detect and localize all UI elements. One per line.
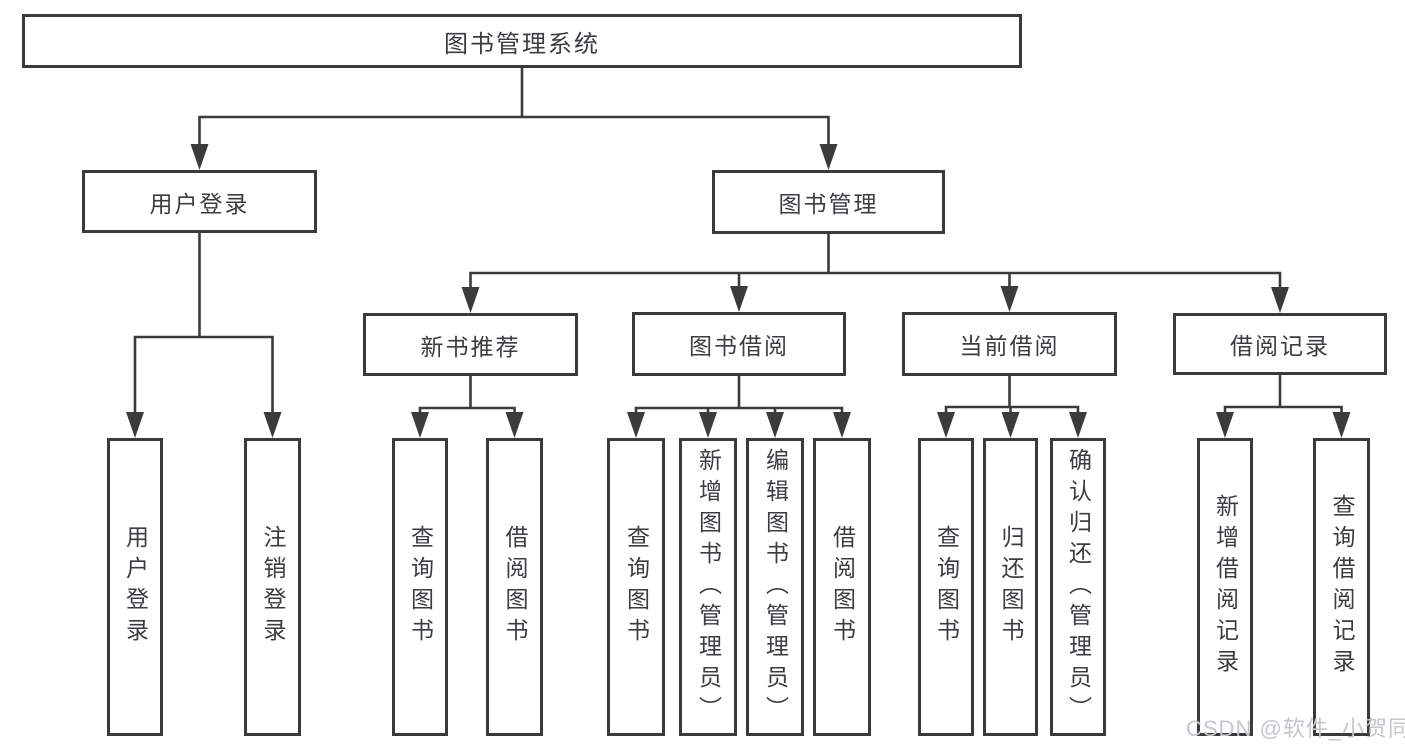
node-user-login: 用户登录 (82, 170, 317, 233)
arrowhead-icon (411, 412, 429, 438)
watermark: CSDN @软件_小贺同学 (1186, 716, 1405, 741)
node-book-mgmt: 图书管理 (712, 170, 945, 234)
node-borrow-records: 借阅记录 (1173, 313, 1387, 375)
arrowhead-icon (833, 412, 851, 438)
node-leaf-return-book: 归还图书 (983, 438, 1038, 736)
node-leaf-borrow-book-1: 借阅图书 (486, 438, 543, 736)
node-leaf-query-book-2: 查询图书 (607, 438, 665, 736)
arrowhead-icon (766, 412, 784, 438)
arrowhead-icon (730, 286, 748, 312)
node-leaf-add-book: 新增图书（管理员） (679, 438, 737, 736)
node-leaf-borrow-book-2: 借阅图书 (813, 438, 871, 736)
arrowhead-icon (1069, 412, 1087, 438)
arrowhead-icon (126, 412, 144, 438)
arrowhead-icon (937, 412, 955, 438)
node-current-borrow: 当前借阅 (902, 312, 1117, 376)
arrowhead-icon (1001, 412, 1020, 438)
node-leaf-logout: 注销登录 (244, 438, 301, 736)
node-leaf-query-book-3: 查询图书 (918, 438, 974, 736)
arrowhead-icon (1332, 412, 1351, 438)
arrowhead-icon (1271, 287, 1289, 313)
arrowhead-icon (263, 412, 282, 438)
node-leaf-confirm-return: 确认归还（管理员） (1050, 438, 1106, 736)
arrowhead-icon (505, 412, 524, 438)
arrowhead-icon (819, 144, 838, 170)
node-new-book-rec: 新书推荐 (363, 313, 578, 376)
node-book-borrow: 图书借阅 (632, 312, 846, 376)
arrowhead-icon (1216, 412, 1234, 438)
arrowhead-icon (1000, 286, 1019, 312)
node-leaf-add-borrow-record: 新增借阅记录 (1197, 438, 1253, 736)
node-leaf-query-book-1: 查询图书 (392, 438, 448, 736)
arrowhead-icon (190, 144, 209, 170)
arrowhead-icon (461, 287, 480, 313)
node-leaf-edit-book: 编辑图书（管理员） (746, 438, 804, 736)
node-root: 图书管理系统 (22, 14, 1022, 68)
node-leaf-user-login: 用户登录 (107, 438, 163, 736)
node-leaf-query-borrow-record: 查询借阅记录 (1313, 438, 1370, 736)
arrowhead-icon (627, 412, 645, 438)
arrowhead-icon (699, 412, 717, 438)
